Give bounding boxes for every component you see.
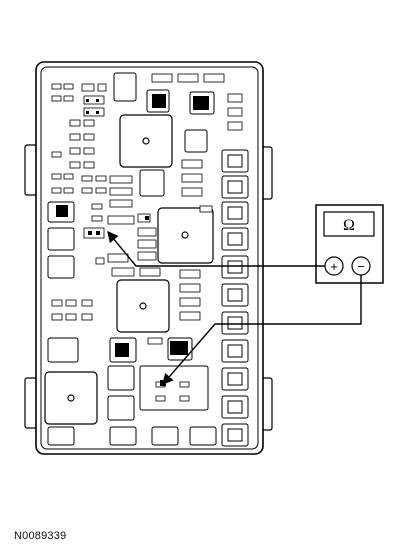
relay-terminals bbox=[56, 94, 209, 357]
negative-label: − bbox=[357, 259, 365, 274]
ohmmeter: Ω + − bbox=[315, 204, 384, 284]
large-relays bbox=[44, 114, 214, 425]
meter-display bbox=[323, 211, 375, 237]
cartridge-fuse-column bbox=[221, 149, 249, 447]
mini-fuses bbox=[51, 73, 243, 402]
negative-lead bbox=[162, 275, 362, 386]
test-leads bbox=[107, 230, 362, 386]
positive-lead bbox=[107, 230, 325, 267]
figure-code: N0089339 bbox=[14, 530, 67, 542]
ohm-symbol: Ω bbox=[343, 217, 355, 234]
positive-label: + bbox=[330, 259, 338, 274]
